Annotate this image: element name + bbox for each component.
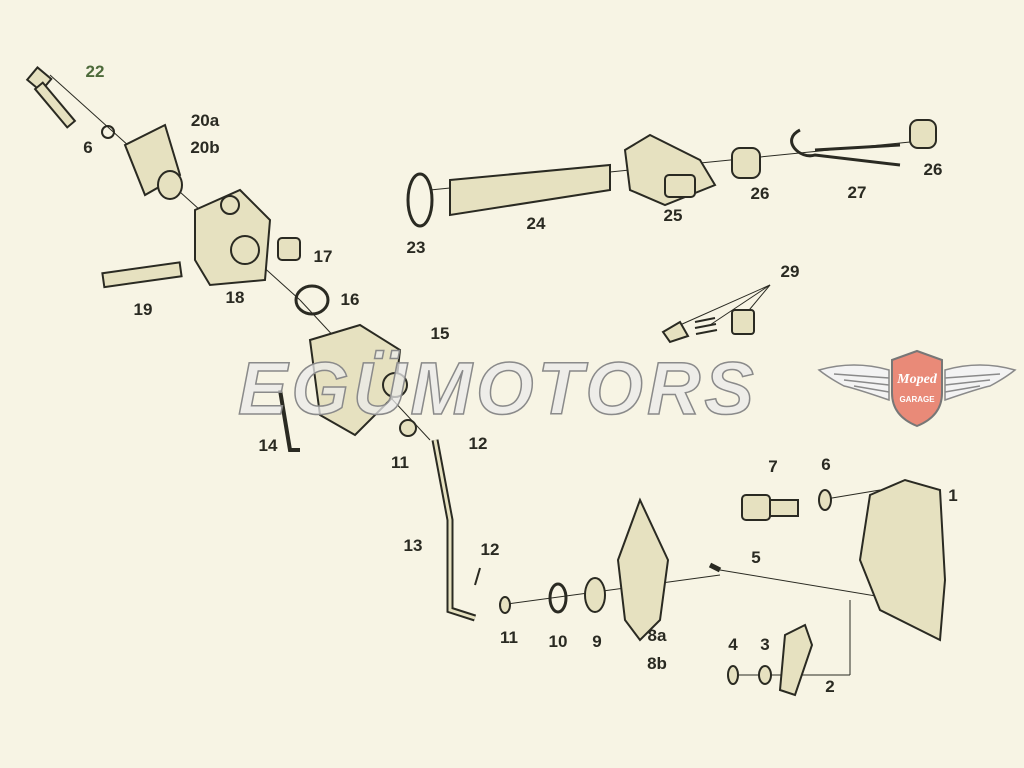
label-19: 19	[133, 300, 153, 319]
part-22-bolt	[25, 66, 77, 129]
part-11-washer-lower	[499, 596, 511, 614]
label-7: 7	[768, 457, 778, 476]
part-7-screw	[741, 494, 771, 521]
wings-icon	[817, 364, 1017, 402]
part-11-washer	[399, 419, 417, 437]
label-27: 27	[847, 183, 867, 202]
part-1-plate	[858, 478, 947, 642]
label-12: 12	[468, 434, 488, 453]
part-8-sector	[616, 497, 670, 642]
part-18-housing	[194, 188, 272, 287]
part-29-set	[661, 309, 755, 344]
label-23: 23	[406, 238, 426, 257]
label-17: 17	[313, 247, 333, 266]
label-12b: 12	[480, 540, 500, 559]
label-15: 15	[430, 324, 450, 343]
label-5: 5	[751, 548, 761, 567]
label-14: 14	[258, 436, 278, 455]
part-26-bushing-b	[909, 119, 937, 149]
part-6-washer-b	[818, 489, 832, 511]
label-9: 9	[592, 632, 602, 651]
label-1: 1	[948, 486, 958, 505]
part-2-cam	[778, 623, 814, 697]
part-3-washer	[758, 665, 772, 685]
part-19-bolt	[101, 261, 183, 289]
part-17-bushing	[277, 237, 301, 261]
part-16-oring	[294, 284, 330, 316]
part-4-washer	[727, 665, 739, 685]
label-4: 4	[728, 635, 738, 654]
part-9-washer	[584, 577, 606, 613]
label-26b: 26	[923, 160, 943, 179]
part-20-clamp	[123, 123, 183, 200]
part-23-seal	[406, 172, 434, 228]
part-12-pin	[474, 567, 481, 586]
label-10: 10	[548, 632, 568, 651]
label-13: 13	[403, 536, 423, 555]
part-6-washer	[101, 125, 115, 139]
watermark-egumotors: EGÜMOTORS	[237, 347, 758, 430]
label-3: 3	[760, 635, 770, 654]
label-22: 22	[85, 62, 105, 81]
part-14-15-bracket	[278, 323, 408, 452]
label-29: 29	[780, 262, 800, 281]
part-10-circlip	[548, 582, 568, 614]
part-26-bushing	[731, 147, 761, 179]
shield-icon	[891, 349, 943, 428]
label-11b: 11	[500, 628, 518, 647]
label-20b: 20b	[190, 138, 220, 157]
part-27-spring	[790, 128, 901, 167]
label-18: 18	[225, 288, 245, 307]
label-6: 6	[83, 138, 93, 157]
part-5-pin	[708, 562, 722, 573]
logo-line1: Moped	[896, 372, 938, 387]
moped-garage-logo: Moped GARAGE	[817, 349, 1017, 428]
label-8b: 8b	[647, 654, 667, 673]
label-8a: 8a	[647, 626, 667, 645]
label-20a: 20a	[190, 111, 220, 130]
label-25: 25	[663, 206, 683, 225]
part-24-shaft	[449, 163, 611, 217]
label-2: 2	[825, 677, 835, 696]
label-6b: 6	[821, 455, 831, 474]
part-25-lever	[623, 133, 717, 207]
label-26: 26	[750, 184, 770, 203]
logo-line2: GARAGE	[899, 395, 935, 404]
label-11: 11	[391, 453, 409, 472]
label-16: 16	[340, 290, 360, 309]
label-24: 24	[526, 214, 546, 233]
